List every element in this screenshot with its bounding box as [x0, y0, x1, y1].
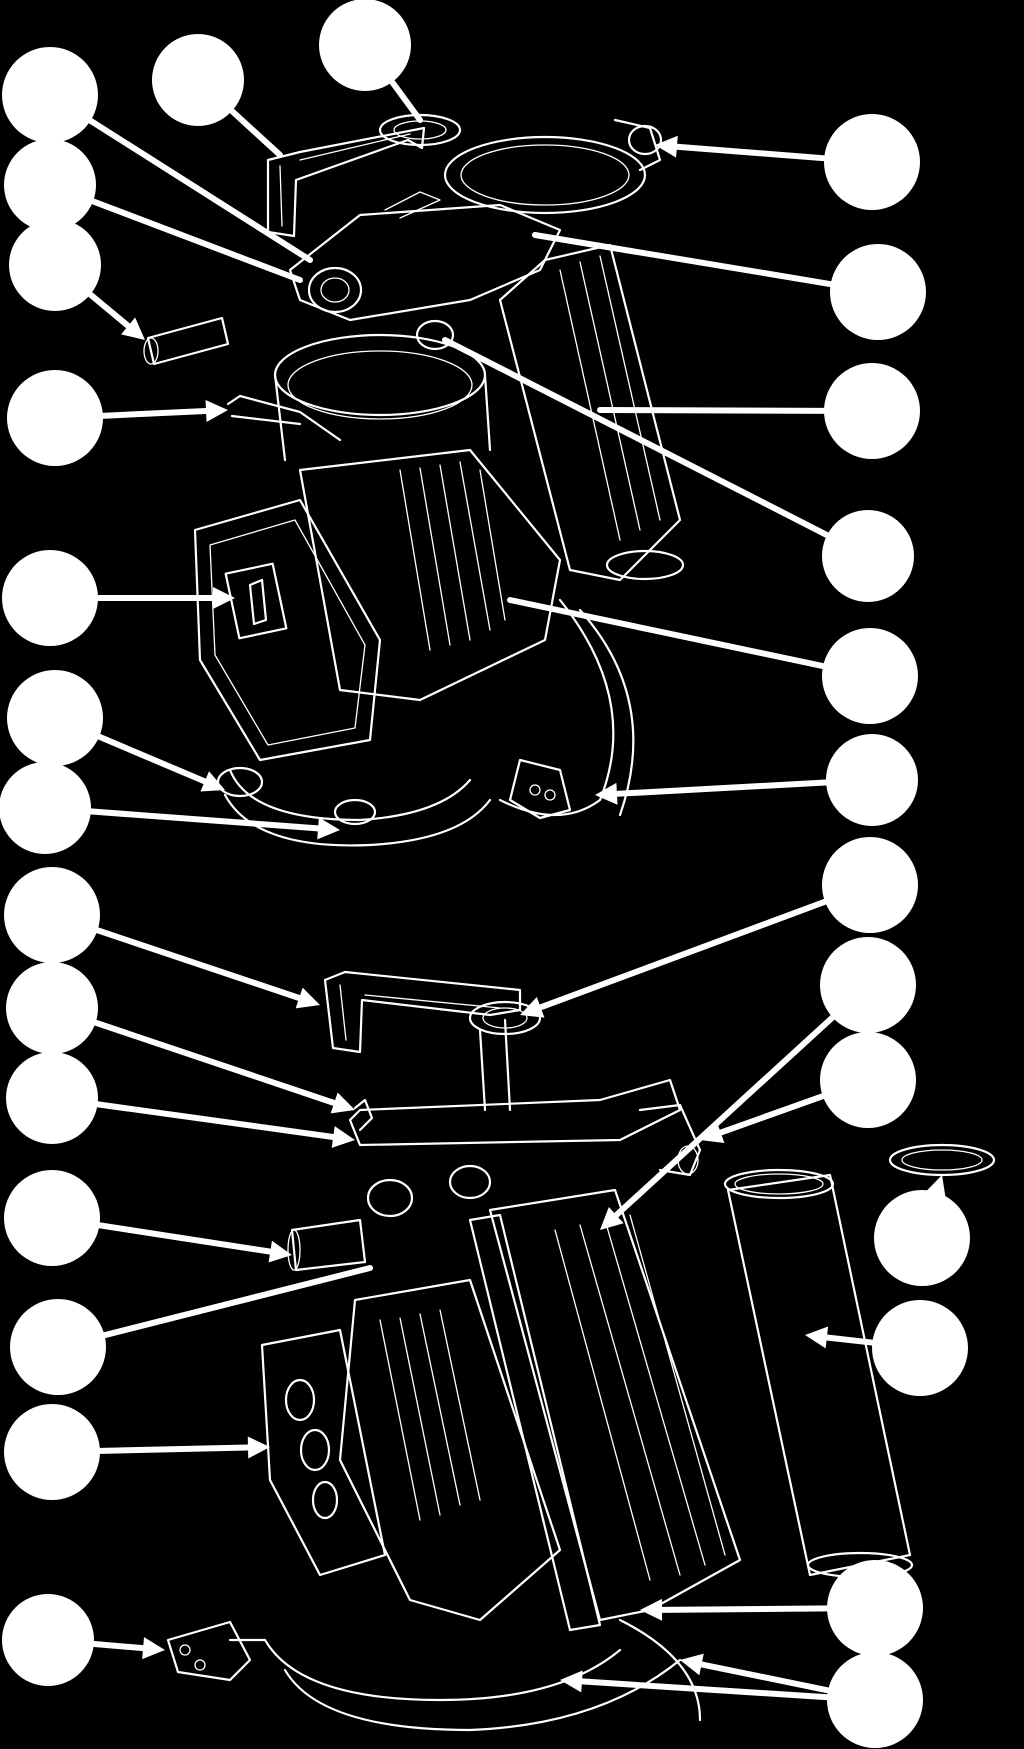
upper-pin: [143, 316, 230, 366]
upper-top-cover: [443, 118, 663, 215]
callout-leader-line: [83, 808, 322, 832]
lower-terminal-box: [260, 1328, 387, 1577]
callout-circle: [824, 114, 920, 210]
callout-circle: [7, 670, 103, 766]
callout-circle: [319, 0, 411, 91]
callout-circle: [4, 1170, 100, 1266]
callout-circle: [0, 762, 91, 854]
callout-leader-line: [698, 1661, 835, 1695]
callout-layer: [0, 0, 970, 1748]
callout-leader-line: [507, 597, 830, 670]
callout-leader-line: [92, 732, 208, 785]
callout-circle: [824, 363, 920, 459]
callout-leader-line: [84, 115, 313, 263]
lower-left-fitting: [287, 1098, 374, 1272]
callout-circle: [4, 139, 96, 231]
callout-circle: [7, 370, 103, 466]
callout-arrow-head: [205, 400, 228, 423]
callout-arrow-head: [640, 1598, 663, 1621]
callout-arrow-head: [330, 1092, 355, 1114]
upper-motor-body: [298, 448, 562, 702]
upper-power-plug: [508, 758, 572, 820]
lower-hoses: [263, 1618, 702, 1732]
callout-leader-line: [92, 1221, 274, 1255]
callout-leader-line: [442, 337, 834, 540]
callout-circle: [830, 244, 926, 340]
callout-leader-line: [84, 288, 132, 329]
callout-circle: [826, 734, 918, 826]
callout-circle: [827, 1560, 923, 1656]
callout-arrow-head: [142, 1637, 165, 1660]
callout-circle: [820, 937, 916, 1033]
callout-leader-line: [658, 1605, 835, 1613]
upper-hoses: [216, 598, 635, 847]
callout-circle: [4, 1404, 100, 1500]
callout-circle: [822, 837, 918, 933]
callout-leader-line: [613, 779, 834, 797]
upper-assembly-drawing: [143, 113, 685, 847]
callout-arrow-head: [268, 1240, 292, 1263]
callout-leader-line: [578, 1678, 873, 1703]
callout-leader-line: [673, 143, 832, 162]
callout-leader-line: [90, 926, 303, 1001]
callout-arrow-head: [520, 997, 545, 1018]
callout-circle: [2, 1594, 94, 1686]
upper-clip-wire: [226, 394, 342, 442]
callout-leader-line: [717, 1091, 830, 1136]
upper-motor-flange: [273, 333, 492, 462]
callout-arrow-head: [700, 1122, 725, 1143]
callout-circle: [10, 1299, 106, 1395]
callout-circle: [2, 47, 98, 143]
callout-circle: [874, 1190, 970, 1286]
callout-leader-line: [90, 1100, 337, 1140]
callout-arrow-head: [200, 771, 225, 792]
callout-circle: [872, 1300, 968, 1396]
callout-arrow-head: [805, 1326, 829, 1349]
callout-leader-line: [86, 196, 303, 283]
callout-leader-line: [97, 1265, 373, 1340]
callout-arrow-head: [121, 317, 145, 340]
callout-circle: [822, 510, 914, 602]
callout-circle: [4, 867, 100, 963]
callout-leader-line: [88, 1018, 338, 1106]
callout-arrow-head: [655, 135, 678, 158]
callout-leader-line: [95, 408, 210, 419]
callout-circle: [6, 1052, 98, 1144]
callout-arrow-head: [295, 987, 320, 1009]
callout-arrow-head: [560, 1670, 583, 1693]
upper-carry-handle: [266, 126, 426, 238]
callout-circle: [152, 34, 244, 126]
callout-circle: [822, 628, 918, 724]
callout-circle: [6, 962, 98, 1054]
callout-circle: [820, 1032, 916, 1128]
callout-leader-line: [92, 1444, 252, 1454]
callout-leader-line: [597, 407, 832, 414]
callout-leader-line: [86, 1640, 147, 1652]
callout-leader-line: [537, 897, 832, 1011]
lower-manifold: [348, 1018, 682, 1218]
callout-arrow-head: [247, 1436, 270, 1459]
callout-arrow-head: [595, 782, 618, 805]
callout-leader-line: [532, 232, 838, 288]
callout-circle: [827, 1652, 923, 1748]
callout-arrow-head: [600, 1207, 624, 1230]
lower-motor-body: [338, 1278, 562, 1622]
callout-leader-line: [823, 1334, 880, 1347]
lower-power-plug: [166, 1620, 267, 1682]
lower-carry-handle: [323, 970, 542, 1054]
callout-leader-line: [386, 75, 423, 123]
callout-arrow-head: [317, 817, 340, 840]
callout-arrow-head: [331, 1126, 355, 1148]
lower-filter-canister: [468, 1188, 742, 1632]
callout-arrow-head: [680, 1653, 704, 1676]
callout-circle: [9, 219, 101, 311]
upper-terminal-box: [193, 498, 382, 762]
callout-leader-line: [613, 1011, 839, 1219]
spare-filter-cap: [888, 1143, 996, 1177]
callout-arrow-head: [213, 587, 235, 609]
upper-pump-head: [288, 191, 562, 351]
callout-leader-line: [225, 105, 283, 158]
callout-circle: [2, 550, 98, 646]
